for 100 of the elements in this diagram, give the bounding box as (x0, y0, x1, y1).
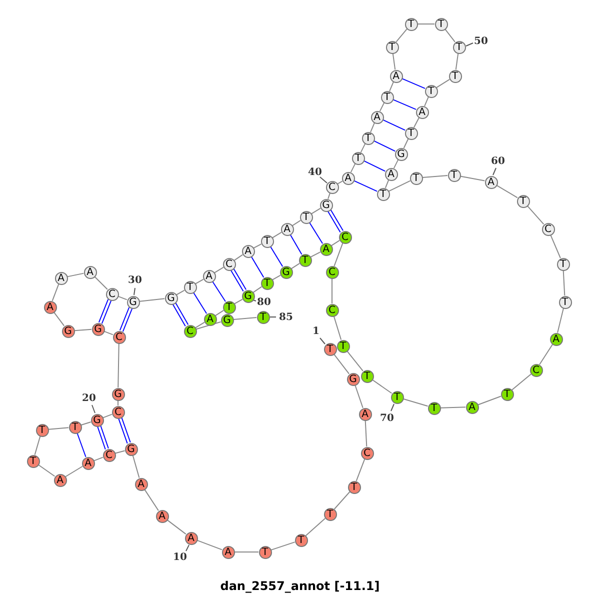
position-number: 50 (474, 37, 488, 47)
backbone-line (102, 414, 112, 418)
backbone-line (424, 96, 429, 107)
nucleotide-circle: A (84, 266, 96, 278)
backbone-line (562, 270, 566, 296)
nucleotide-circle: A (156, 510, 168, 522)
nucleotide-circle: T (260, 234, 274, 248)
backbone-line (496, 184, 518, 198)
nucleotide-circle: A (82, 456, 94, 470)
backbone-line (214, 266, 224, 274)
nucleotide-circle: T (558, 296, 572, 308)
backbone-line (331, 240, 340, 246)
nucleotide-circle: G (394, 148, 408, 160)
backbone-line (392, 52, 396, 70)
nucleotide-circle: A (134, 478, 148, 490)
backbone-line (94, 456, 104, 462)
nucleotide-circle: A (54, 474, 66, 486)
backbone-line (270, 542, 296, 550)
nucleotide-circle: T (428, 402, 440, 414)
backbone-line (370, 122, 375, 133)
backbone-line (38, 464, 56, 477)
base-pair-line (401, 78, 426, 89)
backbone-line (272, 232, 282, 238)
backbone-line (393, 159, 399, 169)
base-pair-line (382, 119, 406, 131)
backbone-line (114, 450, 126, 454)
backbone-line (539, 344, 553, 366)
nucleotide-circle: A (484, 176, 498, 188)
nucleotide-circle: A (370, 110, 384, 124)
backbone-line (144, 488, 159, 512)
backbone-line (334, 491, 350, 510)
nucleotide-circle: T (360, 370, 374, 382)
nucleotide-circle: A (320, 242, 332, 256)
backbone-line (196, 540, 222, 550)
position-number: 85 (279, 313, 293, 323)
backbone-line (460, 176, 486, 182)
base-pair-line (118, 417, 131, 444)
nucleotide-circle: A (342, 172, 354, 184)
nucleotide-circle: C (530, 364, 542, 376)
base-pair-line (230, 268, 247, 292)
nucleotide-circle: G (164, 292, 178, 304)
base-pair-line (212, 280, 226, 302)
position-number: 20 (82, 394, 96, 404)
nucleotide-circle: T (348, 480, 360, 494)
backbone-line (48, 427, 70, 430)
backbone-line (388, 180, 411, 192)
backbone-line (550, 234, 561, 259)
backbone-line (379, 102, 385, 112)
nucleotide-circle: C (360, 446, 374, 460)
nucleotide-circle: T (404, 126, 418, 140)
nucleotide-circle: C (106, 288, 118, 300)
backbone-line (402, 398, 428, 407)
nucleotide-circle: A (242, 244, 254, 258)
nucleotide-circle: A (384, 168, 398, 180)
nucleotide-circle: T (410, 172, 422, 184)
nucleotide-circle: C (326, 304, 338, 316)
backbone-line (311, 208, 321, 214)
nucleotide-circle: A (184, 532, 198, 544)
nucleotide-circle: T (324, 508, 336, 520)
backbone-line (403, 138, 409, 149)
nucleotide-circle: C (542, 222, 554, 236)
backbone-line (234, 254, 244, 261)
backbone-line (195, 322, 205, 328)
nucleotide-circle: T (516, 194, 530, 208)
base-pair-line (373, 140, 396, 152)
nucleotide-circle: A (44, 300, 56, 314)
base-pair-line (250, 256, 264, 278)
nucleotide-circle: C (222, 258, 236, 270)
base-pair-line (290, 234, 302, 255)
backbone-line (118, 296, 128, 300)
backbone-line (253, 244, 262, 248)
position-number: 10 (173, 553, 187, 563)
base-pair-line (98, 298, 112, 324)
backbone-line (389, 81, 394, 92)
nucleotide-circle: T (380, 90, 394, 104)
nucleotide-circle: T (36, 424, 48, 436)
nucleotide-circle: A (204, 312, 216, 326)
backbone-line (414, 117, 420, 128)
backbone-line (53, 312, 65, 326)
nucleotide-circle: G (320, 198, 332, 212)
backbone-line (292, 220, 301, 226)
backbone-line (346, 350, 364, 372)
nucleotide-circle: T (448, 168, 460, 182)
backbone-line (360, 143, 366, 153)
backbone-line (132, 454, 140, 478)
backbone-line (34, 436, 41, 456)
nucleotide-circle: T (260, 276, 274, 290)
backbone-line (272, 274, 281, 280)
nucleotide-circle: A (358, 408, 372, 420)
position-number: 1 (312, 327, 320, 337)
nucleotide-circle: C (326, 266, 338, 278)
backbone-line (557, 308, 564, 334)
nucleotide-circle: A (416, 106, 428, 118)
nucleotide-circle: A (202, 270, 216, 282)
nucleotide-circle: T (256, 310, 270, 324)
position-number: 70 (380, 414, 394, 424)
backbone-line (52, 284, 60, 302)
base-pair-line (119, 306, 133, 332)
nucleotide-circle: C (326, 180, 338, 194)
backbone-line (356, 458, 366, 482)
